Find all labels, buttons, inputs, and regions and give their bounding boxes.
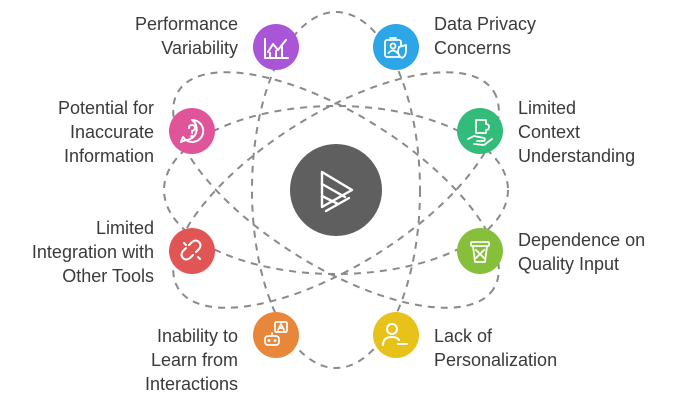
label-line: Inability to xyxy=(156,326,238,346)
label-line: Limited xyxy=(95,218,154,238)
label-line: Limited xyxy=(518,98,577,118)
play-stack-icon xyxy=(320,170,354,213)
node-data-privacy xyxy=(373,24,419,70)
label-performance-variability: Performance Variability xyxy=(135,12,238,60)
node-dependence-quality xyxy=(457,228,503,274)
orbit-diagonal-a xyxy=(172,71,500,309)
label-line: Context xyxy=(518,122,581,142)
label-line: Learn from xyxy=(150,350,238,370)
trend-chart-icon xyxy=(264,38,289,59)
orbit-lines xyxy=(163,11,509,369)
label-lack-personalization: Lack of Personalization xyxy=(434,324,557,372)
label-line: Inaccurate xyxy=(69,122,154,142)
label-line: Information xyxy=(63,146,154,166)
center-node xyxy=(290,144,382,236)
label-line: Data Privacy xyxy=(434,14,537,34)
label-line: Dependence on xyxy=(518,230,646,250)
label-line: Personalization xyxy=(434,350,558,370)
label-line: Variability xyxy=(161,38,238,58)
label-inability-to-learn: Inability to Learn from Interactions xyxy=(145,324,238,396)
label-line: Quality Input xyxy=(518,254,620,274)
filter-basket-icon xyxy=(470,241,490,263)
question-bubble-icon xyxy=(180,118,205,143)
label-line: Potential for xyxy=(57,98,154,118)
node-limited-integration xyxy=(169,228,215,274)
label-dependence-quality: Dependence on Quality Input xyxy=(518,228,645,276)
orbit-horizontal xyxy=(163,105,509,275)
node-lack-personalization xyxy=(373,312,419,358)
node-limited-context xyxy=(457,108,503,154)
label-line: Performance xyxy=(134,14,238,34)
orbit-vertical xyxy=(251,11,421,369)
label-line: Lack of xyxy=(434,326,493,346)
broken-link-icon xyxy=(180,239,202,261)
label-data-privacy: Data Privacy Concerns xyxy=(434,12,536,60)
hand-puzzle-icon xyxy=(467,119,493,146)
label-line: Integration with xyxy=(31,242,154,262)
node-performance-variability xyxy=(253,24,299,70)
label-line: Concerns xyxy=(434,38,512,58)
label-limited-context: Limited Context Understanding xyxy=(518,96,635,168)
id-badge-shield-icon xyxy=(384,37,407,59)
label-line: Understanding xyxy=(518,146,636,166)
translate-chat-icon xyxy=(264,321,288,346)
label-limited-integration: Limited Integration with Other Tools xyxy=(32,216,154,288)
label-line: Other Tools xyxy=(62,266,154,286)
orbit-diagonal-b xyxy=(172,71,500,309)
node-potential-inaccurate xyxy=(169,108,215,154)
label-potential-inaccurate: Potential for Inaccurate Information xyxy=(58,96,154,168)
user-minus-icon xyxy=(382,323,408,346)
node-inability-to-learn xyxy=(253,312,299,358)
label-line: Interactions xyxy=(144,374,238,394)
